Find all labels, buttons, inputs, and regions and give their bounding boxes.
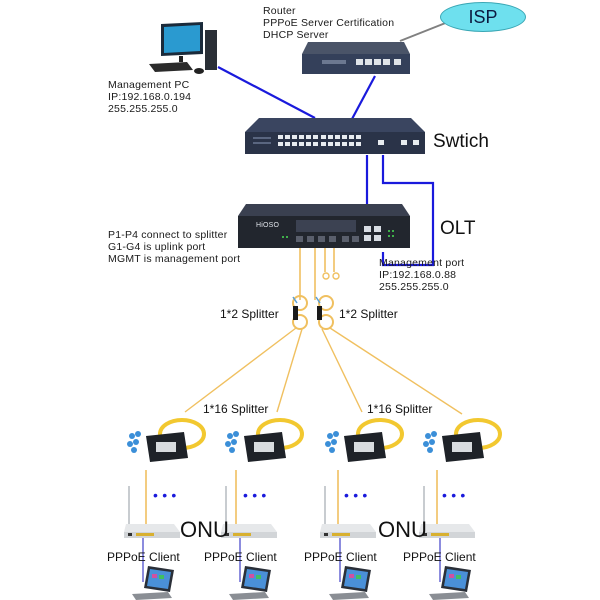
splitter-1x2-left-label: 1*2 Splitter (220, 307, 279, 321)
more-onus-indicator: • • • (153, 487, 177, 503)
splitter-1x16-icon (325, 418, 404, 462)
olt-mgmt-port-ip: IP:192.168.0.88 (379, 269, 457, 281)
pppoe-client-label: PPPoE Client (304, 550, 377, 564)
router-pppoe-label: PPPoE Server Certification (263, 17, 395, 29)
management-pc-ip: IP:192.168.0.194 (108, 91, 192, 103)
fiber-s1a (184, 327, 297, 413)
laptop-icon (229, 566, 271, 600)
splitter-1x16-right-label: 1*16 Splitter (367, 402, 433, 416)
laptop-icon (429, 566, 471, 600)
router-switch-link (351, 75, 376, 120)
olt-note-mgmt: MGMT is management port (108, 253, 241, 265)
more-onus-indicator: • • • (344, 487, 368, 503)
olt-label: OLT (440, 218, 476, 239)
laptop-icon (132, 566, 174, 600)
splitter-1x2-right-label: 1*2 Splitter (339, 307, 398, 321)
splitter-1x2-right (315, 295, 334, 330)
onu-device-icon (320, 486, 376, 538)
management-pc-mask: 255.255.255.0 (108, 103, 178, 115)
isp-router-link (399, 21, 449, 42)
router-icon (302, 42, 410, 74)
splitter-1x16-icon (423, 418, 502, 462)
onu-label-left: ONU (180, 517, 229, 542)
olt-note-p1-p4: P1-P4 connect to splitter (108, 229, 228, 241)
splitter-1x16-left-label: 1*16 Splitter (203, 402, 269, 416)
isp-label: ISP (468, 7, 498, 27)
router-dhcp-label: DHCP Server (263, 29, 329, 41)
pc-switch-link (217, 66, 316, 119)
onu-device-icon (221, 486, 277, 538)
switch-label: Swtich (433, 131, 489, 152)
onu-label-right: ONU (378, 517, 427, 542)
management-pc-icon (149, 22, 217, 74)
more-onus-indicator: • • • (243, 487, 267, 503)
pppoe-client-label: PPPoE Client (107, 550, 180, 564)
isp-cloud: ISP (440, 2, 526, 32)
pppoe-client-label: PPPoE Client (204, 550, 277, 564)
olt-note-g1-g4: G1-G4 is uplink port (108, 241, 206, 253)
fiber-s2a (321, 328, 363, 413)
olt-mgmt-port-mask: 255.255.255.0 (379, 281, 449, 293)
switch-olt-mgmt-link (381, 155, 435, 267)
fiber-s1b (276, 328, 303, 413)
pppoe-client-label: PPPoE Client (403, 550, 476, 564)
olt-mgmt-port-label: Management port (379, 257, 465, 269)
splitter-1x2-left (292, 295, 308, 330)
switch-icon (245, 118, 425, 154)
olt-brand: HiOSO (256, 222, 280, 229)
more-onus-indicator: • • • (442, 487, 466, 503)
onu-device-icon (419, 486, 475, 538)
router-label: Router (263, 5, 296, 17)
laptop-icon (329, 566, 371, 600)
splitter-1x16-icon (225, 418, 304, 462)
management-pc-label: Management PC (108, 79, 190, 91)
splitter-1x16-icon (127, 418, 206, 462)
olt-icon (238, 204, 410, 248)
fiber-s2b (329, 327, 463, 415)
onu-device-icon (124, 486, 180, 538)
